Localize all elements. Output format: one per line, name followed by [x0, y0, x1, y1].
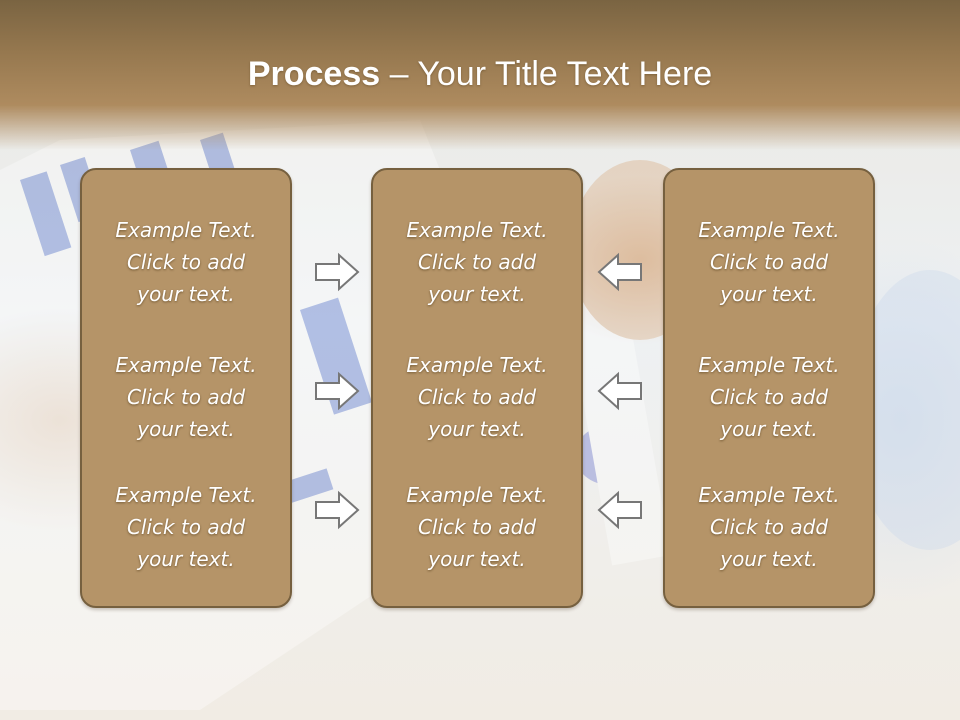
text-line: your text. — [137, 282, 235, 306]
title-rest: – Your Title Text Here — [380, 55, 713, 93]
process-box-left[interactable]: Example Text. Click to add your text. Ex… — [80, 168, 292, 608]
text-line: Example Text. — [698, 218, 840, 242]
text-line: your text. — [428, 282, 526, 306]
text-line: Click to add — [709, 250, 829, 274]
text-placeholder[interactable]: Example Text. Click to add your text. — [665, 214, 873, 310]
text-line: your text. — [428, 547, 526, 571]
right-arrow-icon[interactable] — [313, 490, 361, 530]
text-line: Example Text. — [698, 353, 840, 377]
left-arrow-icon[interactable] — [596, 490, 644, 530]
text-line: Click to add — [126, 250, 246, 274]
text-placeholder[interactable]: Example Text. Click to add your text. — [373, 349, 581, 445]
text-line: Click to add — [126, 515, 246, 539]
text-placeholder[interactable]: Example Text. Click to add your text. — [82, 479, 290, 575]
title-bar — [0, 0, 960, 150]
text-line: Example Text. — [406, 353, 548, 377]
text-line: Click to add — [709, 385, 829, 409]
text-line: Example Text. — [115, 353, 257, 377]
text-line: your text. — [720, 282, 818, 306]
text-placeholder[interactable]: Example Text. Click to add your text. — [665, 349, 873, 445]
left-arrow-icon[interactable] — [596, 371, 644, 411]
text-line: Example Text. — [406, 218, 548, 242]
text-placeholder[interactable]: Example Text. Click to add your text. — [82, 214, 290, 310]
right-arrow-icon[interactable] — [313, 252, 361, 292]
text-line: Example Text. — [406, 483, 548, 507]
text-placeholder[interactable]: Example Text. Click to add your text. — [665, 479, 873, 575]
text-line: Example Text. — [115, 218, 257, 242]
text-line: your text. — [137, 417, 235, 441]
slide-title[interactable]: Process – Your Title Text Here — [0, 52, 960, 96]
text-line: Click to add — [417, 385, 537, 409]
process-box-center[interactable]: Example Text. Click to add your text. Ex… — [371, 168, 583, 608]
text-line: Example Text. — [115, 483, 257, 507]
text-line: Click to add — [417, 515, 537, 539]
text-line: your text. — [428, 417, 526, 441]
title-bold: Process — [247, 55, 381, 93]
text-line: your text. — [720, 417, 818, 441]
text-line: your text. — [720, 547, 818, 571]
text-line: Example Text. — [698, 483, 840, 507]
text-line: Click to add — [126, 385, 246, 409]
process-box-right[interactable]: Example Text. Click to add your text. Ex… — [663, 168, 875, 608]
text-placeholder[interactable]: Example Text. Click to add your text. — [373, 479, 581, 575]
text-line: Click to add — [709, 515, 829, 539]
text-line: Click to add — [417, 250, 537, 274]
right-arrow-icon[interactable] — [313, 371, 361, 411]
left-arrow-icon[interactable] — [596, 252, 644, 292]
text-line: your text. — [137, 547, 235, 571]
text-placeholder[interactable]: Example Text. Click to add your text. — [82, 349, 290, 445]
text-placeholder[interactable]: Example Text. Click to add your text. — [373, 214, 581, 310]
